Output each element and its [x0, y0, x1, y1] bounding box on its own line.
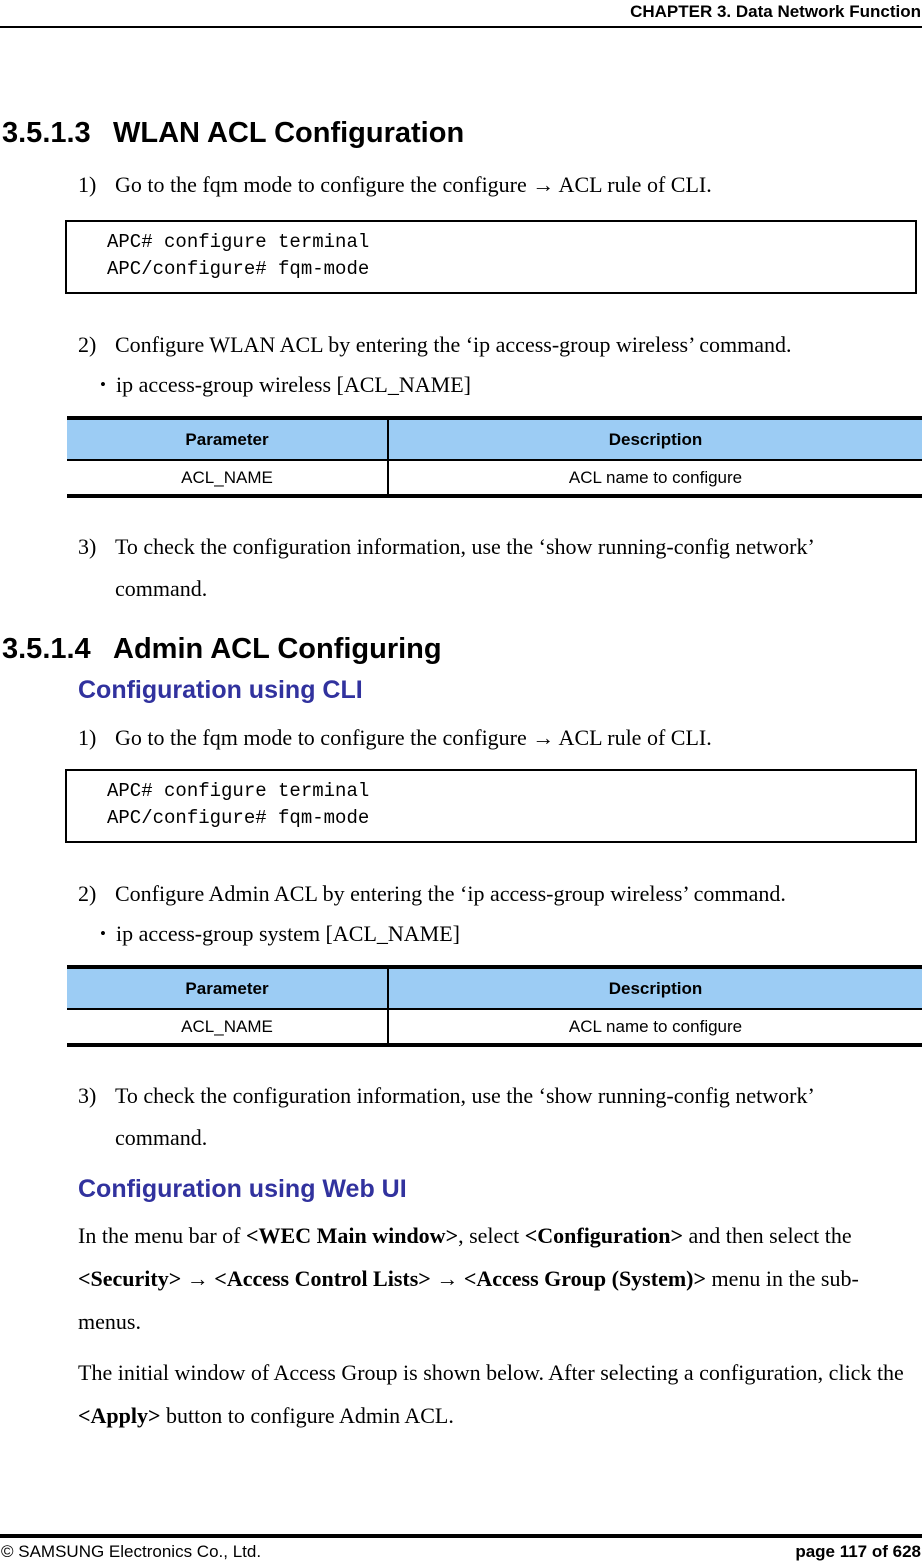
step-text: To check the configuration information, …	[115, 1083, 814, 1150]
section-heading-admin-acl: 3.5.1.4 Admin ACL Configuring	[0, 632, 922, 666]
table-cell-parameter: ACL_NAME	[67, 1009, 389, 1045]
code-line: APC# configure terminal	[107, 780, 370, 802]
cli-code-block: APC# configure terminal APC/configure# f…	[65, 220, 917, 294]
step-text: Go to the fqm mode to configure the conf…	[115, 725, 712, 750]
section-title: WLAN ACL Configuration	[113, 117, 465, 149]
step-text: To check the configuration information, …	[115, 534, 814, 601]
step-number: 2)	[78, 332, 97, 357]
bullet-icon: •	[100, 924, 106, 943]
menu-ref-access-group-system: <Access Group (System)>	[463, 1266, 707, 1291]
table-header-cell-parameter: Parameter	[67, 418, 389, 461]
table-cell-parameter: ACL_NAME	[67, 460, 389, 496]
page-content: 3.5.1.3 WLAN ACL Configuration 1) Go to …	[0, 28, 922, 1437]
paragraph-text: The initial window of Access Group is sh…	[78, 1360, 904, 1385]
step-number: 1)	[78, 725, 97, 750]
table-header-row: Parameter Description	[67, 967, 922, 1010]
table-cell-description: ACL name to configure	[388, 460, 922, 496]
step-item: 2) Configure WLAN ACL by entering the ‘i…	[0, 324, 922, 366]
section-number: 3.5.1.4	[2, 633, 91, 665]
paragraph-text: , select	[458, 1223, 525, 1248]
menu-ref-configuration: <Configuration>	[524, 1223, 684, 1248]
subsection-heading-cli: Configuration using CLI	[78, 676, 363, 704]
step-item: 3) To check the configuration informatio…	[0, 526, 922, 610]
paragraph-text: button to configure Admin ACL.	[160, 1403, 454, 1428]
menu-ref-wec-main-window: <WEC Main window>	[246, 1223, 459, 1248]
table-header-cell-description: Description	[388, 967, 922, 1010]
paragraph-text: In the menu bar of	[78, 1223, 246, 1248]
chapter-title: CHAPTER 3. Data Network Function	[630, 2, 921, 21]
table-header-cell-parameter: Parameter	[67, 967, 389, 1010]
code-line: APC/configure# fqm-mode	[107, 807, 370, 829]
step-item: 3) To check the configuration informatio…	[0, 1075, 922, 1159]
webui-paragraph-2: The initial window of Access Group is sh…	[78, 1351, 908, 1437]
code-line: APC# configure terminal	[107, 231, 370, 253]
paragraph-text: and then select the	[683, 1223, 852, 1248]
step-number: 2)	[78, 881, 97, 906]
webui-paragraph-1: In the menu bar of <WEC Main window>, se…	[78, 1214, 908, 1343]
parameter-table: Parameter Description ACL_NAME ACL name …	[67, 965, 922, 1047]
page-footer: © SAMSUNG Electronics Co., Ltd. page 117…	[0, 1534, 922, 1565]
menu-ref-security: <Security>	[78, 1266, 182, 1291]
section-title: Admin ACL Configuring	[113, 633, 442, 665]
arrow-glyph: →	[430, 1266, 464, 1291]
step-item: 2) Configure Admin ACL by entering the ‘…	[0, 873, 922, 915]
bullet-icon: •	[100, 375, 106, 394]
paragraph-text: menu in the sub-menus.	[78, 1266, 859, 1334]
bullet-text: ip access-group system [ACL_NAME]	[116, 921, 460, 946]
section-number: 3.5.1.3	[2, 117, 91, 149]
step-item: 1) Go to the fqm mode to configure the c…	[0, 164, 922, 206]
arrow-glyph: →	[181, 1266, 215, 1291]
cli-code-block: APC# configure terminal APC/configure# f…	[65, 769, 917, 843]
code-line: APC/configure# fqm-mode	[107, 258, 370, 280]
step-number: 3)	[78, 1083, 97, 1108]
step-item: 1) Go to the fqm mode to configure the c…	[0, 717, 922, 759]
page-header: CHAPTER 3. Data Network Function	[0, 0, 922, 28]
step-number: 3)	[78, 534, 97, 559]
copyright-text: © SAMSUNG Electronics Co., Ltd.	[1, 1542, 262, 1561]
subsection-heading-webui: Configuration using Web UI	[78, 1175, 407, 1203]
step-text: Go to the fqm mode to configure the conf…	[115, 172, 712, 197]
menu-ref-access-control-lists: <Access Control Lists>	[214, 1266, 431, 1291]
section-heading-wlan-acl: 3.5.1.3 WLAN ACL Configuration	[0, 116, 922, 150]
table-row: ACL_NAME ACL name to configure	[67, 1009, 922, 1045]
step-text: Configure Admin ACL by entering the ‘ip …	[115, 881, 786, 906]
bullet-text: ip access-group wireless [ACL_NAME]	[116, 372, 471, 397]
table-header-row: Parameter Description	[67, 418, 922, 461]
step-number: 1)	[78, 172, 97, 197]
parameter-table: Parameter Description ACL_NAME ACL name …	[67, 416, 922, 498]
bullet-item: • ip access-group system [ACL_NAME]	[0, 915, 922, 953]
button-ref-apply: <Apply>	[78, 1403, 161, 1428]
table-header-cell-description: Description	[388, 418, 922, 461]
bullet-item: • ip access-group wireless [ACL_NAME]	[0, 366, 922, 404]
table-row: ACL_NAME ACL name to configure	[67, 460, 922, 496]
step-text: Configure WLAN ACL by entering the ‘ip a…	[115, 332, 792, 357]
table-cell-description: ACL name to configure	[388, 1009, 922, 1045]
page-number: page 117 of 628	[795, 1542, 921, 1561]
